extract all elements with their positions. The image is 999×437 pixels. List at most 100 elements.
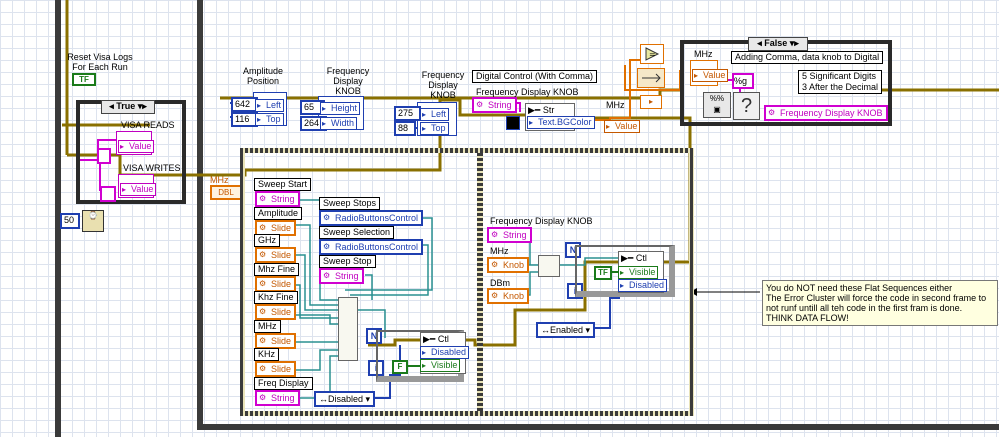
case-false-mhz-label: MHz <box>694 49 713 59</box>
left-item-ref[interactable]: ⚙String <box>255 191 300 207</box>
right-mhz-knob-ref[interactable]: ⚙Knob <box>487 257 530 273</box>
ref-icon: ⚙ <box>259 336 267 345</box>
visa-writes-constant[interactable] <box>100 186 116 202</box>
format-string-constant[interactable]: %g <box>732 73 754 89</box>
case-false-value-prop[interactable]: ▸Value <box>692 69 729 82</box>
right-fdk-label: Frequency Display KNOB <box>490 216 593 226</box>
flat-sequence-frame-divider <box>477 153 483 411</box>
sweep-item-ref[interactable]: ⚙ String <box>319 268 364 284</box>
right-dbm-label: DBm <box>490 278 510 288</box>
case-false-fdk-ref[interactable]: ⚙Frequency Display KNOB <box>764 105 888 121</box>
enabled-ring-constant[interactable]: ↔Enabled ▾ <box>536 322 596 338</box>
ref-icon: ⚙ <box>259 364 267 373</box>
fdk1-width-prop[interactable]: ▸Width <box>320 117 358 130</box>
left-item-label: Mhz Fine <box>254 263 300 276</box>
sweep-item-ref[interactable]: ⚙ RadioButtonsControl <box>319 239 424 255</box>
true-constant-right[interactable]: TF <box>594 266 612 280</box>
left-item-label: Amplitude <box>254 207 303 220</box>
fdk2-top-constant[interactable]: 88 <box>394 121 416 136</box>
ref-icon: ⚙ <box>323 242 331 251</box>
compare-output[interactable]: ▸ <box>640 95 662 109</box>
left-item-ref[interactable]: ⚙String <box>255 390 300 406</box>
fdk2-label: Frequency Display KNOB <box>421 70 465 100</box>
dataflow-comment: You do NOT need these Flat Sequences eit… <box>762 280 998 326</box>
sweep-item-ref-label: RadioButtonsControl <box>335 242 419 252</box>
sweep-item-label: Sweep Stops <box>319 197 381 210</box>
visible-prop-left[interactable]: ▸Visible <box>420 359 461 372</box>
fdk1-height-constant[interactable]: 65 <box>300 100 325 115</box>
digital-control-fdk-label: Frequency Display KNOB <box>476 87 579 97</box>
ref-icon: ⚙ <box>323 213 331 222</box>
unknown-vi-node[interactable]: ? <box>733 92 760 120</box>
fdk1-label: Frequency Display KNOB <box>326 66 370 96</box>
sweep-item-label: Sweep Stop <box>319 255 376 268</box>
format-into-string-node[interactable]: %%▣ <box>703 92 731 118</box>
right-build-array-node[interactable] <box>538 255 560 277</box>
ref-icon: ⚙ <box>259 279 267 288</box>
fdk2-top-prop[interactable]: ▸Top <box>420 122 449 135</box>
reset-visa-logs-bool[interactable]: TF <box>72 73 96 86</box>
false-constant-left[interactable]: F <box>392 360 408 374</box>
mhz-value-prop[interactable]: ▸Value <box>604 120 641 133</box>
visible-prop-right[interactable]: ▸Visible <box>618 266 659 279</box>
left-item-ref[interactable]: ⚙Slide <box>255 304 297 320</box>
outer-sequence-left-border <box>197 0 203 428</box>
reset-visa-logs-label: Reset Visa Logs For Each Run <box>67 52 133 72</box>
greater-than-node[interactable]: = <box>640 44 664 64</box>
left-item-ref-label: Slide <box>271 223 292 233</box>
left-item-ref[interactable]: ⚙ Slide <box>255 276 297 292</box>
left-item-ref-label: String <box>271 393 295 403</box>
color-box-constant[interactable] <box>506 116 520 130</box>
wait-clock-icon[interactable]: ⌚ <box>82 210 104 232</box>
left-item-label: MHz <box>254 320 281 333</box>
left-item-label: Freq Display <box>254 377 313 390</box>
left-item-label: GHz <box>254 234 280 247</box>
outer-left-structure-border <box>55 0 61 437</box>
amplitude-left-constant[interactable]: 642 <box>231 97 258 112</box>
left-item-ref[interactable]: ⚙Slide <box>255 247 297 263</box>
ref-icon: ⚙ <box>323 271 331 280</box>
sweep-item-label: Sweep Selection <box>319 226 395 239</box>
fdk1-height-prop[interactable]: ▸Height <box>320 102 361 115</box>
case-selector-true[interactable]: ◂ True ▾▸ <box>101 100 155 114</box>
amplitude-position-label: Amplitude Position <box>242 66 284 86</box>
left-item-ref[interactable]: ⚙ Slide <box>255 333 297 349</box>
for-loop-right[interactable] <box>575 245 675 297</box>
fdk2-left-prop[interactable]: ▸Left <box>420 108 450 121</box>
wait-ms-constant[interactable]: 50 <box>60 213 80 229</box>
visa-reads-value-prop[interactable]: ▸Value <box>118 140 155 153</box>
right-dbm-knob-ref[interactable]: ⚙Knob <box>487 288 530 304</box>
sweep-item-ref-label: String <box>335 271 359 281</box>
left-item-ref-label: Slide <box>271 279 292 289</box>
right-fdk-string-ref[interactable]: ⚙String <box>487 227 532 243</box>
left-item-ref-label: Slide <box>271 307 292 317</box>
visa-reads-constant[interactable] <box>97 148 111 164</box>
right-mhz-label: MHz <box>490 246 509 256</box>
visa-writes-value-prop[interactable]: ▸Value <box>120 183 157 196</box>
left-item-ref-label: Slide <box>271 336 292 346</box>
visa-reads-label: VISA READS <box>121 120 175 130</box>
dbl-indicator[interactable]: DBL <box>210 185 242 200</box>
ref-icon: ⚙ <box>259 223 267 232</box>
n-terminal-left: N <box>366 328 382 344</box>
digital-control-string-ref[interactable]: ⚙String <box>472 97 517 113</box>
disabled-prop-right[interactable]: ▸Disabled <box>618 279 668 292</box>
outer-sequence-bottom-border <box>197 424 999 430</box>
fdk2-left-constant[interactable]: 275 <box>394 106 421 121</box>
disabled-prop-left[interactable]: ▸Disabled <box>420 346 470 359</box>
svg-text:=: = <box>649 50 656 59</box>
amplitude-top-constant[interactable]: 116 <box>231 112 258 127</box>
left-item-ref-label: Slide <box>271 364 292 374</box>
bgcolor-prop[interactable]: ▸Text.BGColor <box>527 116 595 129</box>
amplitude-left-prop[interactable]: ▸Left <box>255 99 285 112</box>
amplitude-top-prop[interactable]: ▸Top <box>255 113 284 126</box>
disabled-ring-constant[interactable]: ↔Disabled ▾ <box>314 391 376 407</box>
max-min-node[interactable] <box>637 68 665 88</box>
left-item-ref[interactable]: ⚙ Slide <box>255 361 297 377</box>
left-item-label: KHz <box>254 348 280 361</box>
build-array-node[interactable] <box>338 297 358 361</box>
left-item-label: Sweep Start <box>254 178 312 191</box>
sweep-item-ref[interactable]: ⚙RadioButtonsControl <box>319 210 424 226</box>
case-selector-false[interactable]: ◂ False ▾▸ <box>748 37 808 51</box>
